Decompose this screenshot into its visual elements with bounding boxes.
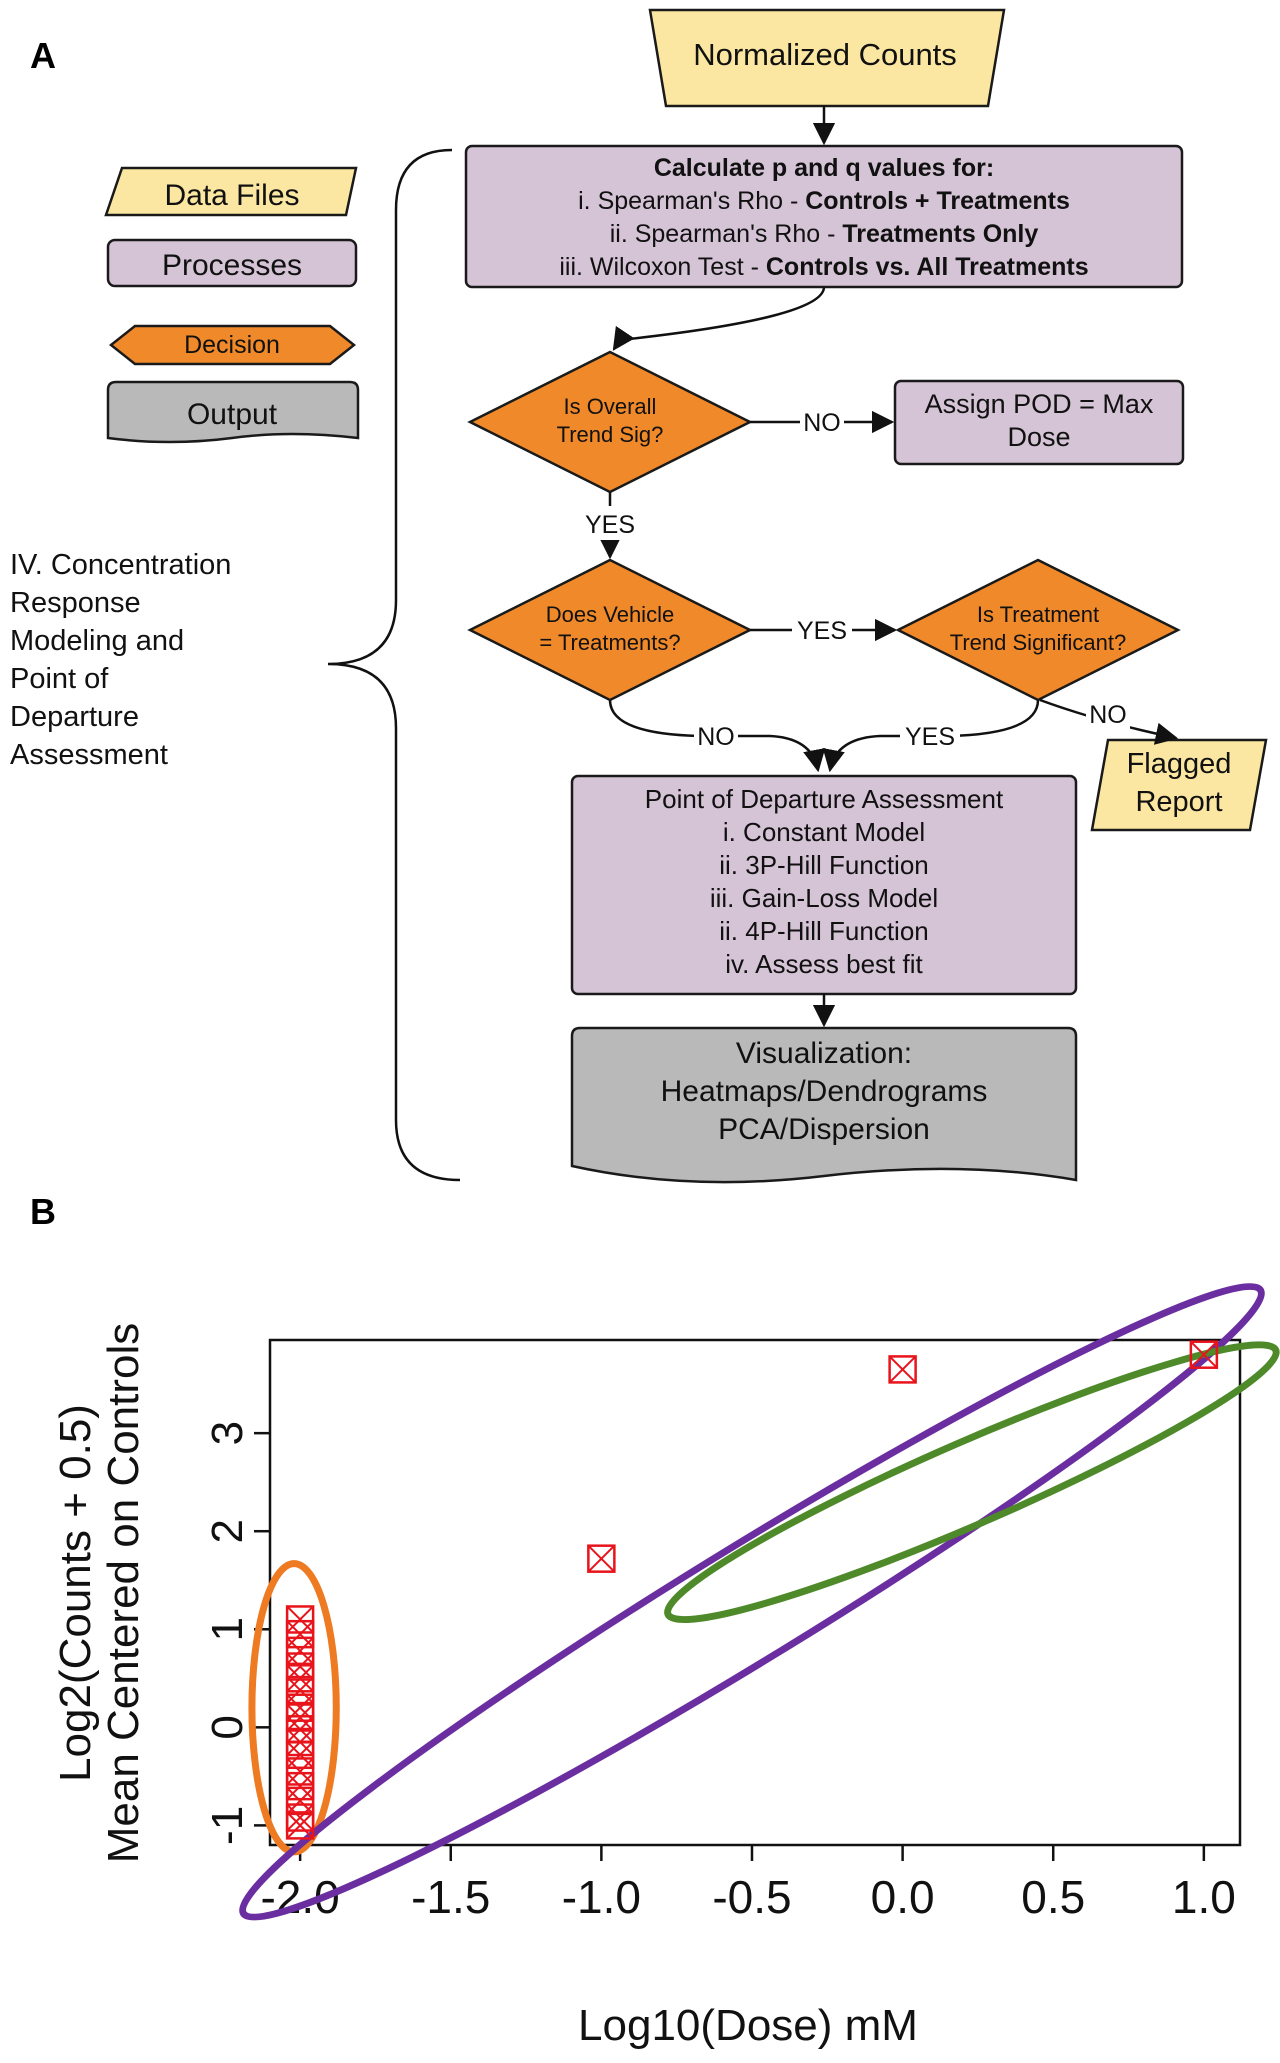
data-point [285,1786,315,1816]
edge-label-bg [694,718,738,752]
pod-assessment-line: i. Constant Model [723,817,925,847]
bracket-label-line: IV. Concentration [10,549,231,581]
pod-assessment-line: iii. Gain-Loss Model [710,883,938,913]
pod-assessment-line: iv. Assess best fit [725,949,923,979]
calc-title: Calculate p and q values for: [654,154,994,182]
edge-label-vehicle-no: NO [697,723,735,751]
edge-label-bg [580,506,640,540]
y-tick-label: 3 [203,1421,252,1445]
edge-label-treatment-no: NO [1089,701,1127,729]
x-tick-label: 0.0 [871,1871,935,1923]
y-axis-label-line-1: Log2(Counts + 0.5) [51,1404,100,1782]
assign-pod-line: Assign POD = Max [925,389,1154,419]
assign-pod-line: Dose [1007,422,1070,452]
panel-a: A Data Files Processes Decision Output I… [10,8,1268,1184]
data-point [285,1636,315,1666]
ellipse-treatments [664,1341,1280,1624]
x-tick-label: 1.0 [1172,1871,1236,1923]
ellipse-all [239,1282,1265,1921]
y-axis-label-line-2: Mean Centered on Controls [99,1323,148,1864]
edge-label-bg [800,404,844,438]
y-tick-label: -1 [203,1806,252,1845]
vehicle-line: Does Vehicle [546,602,674,627]
edge-label-bg [900,718,960,752]
x-axis-label: Log10(Dose) mM [578,2001,918,2050]
bracket-label-line: Point of [10,663,109,695]
bracket-label-line: Modeling and [10,625,184,657]
data-point [285,1811,315,1840]
x-tick-label: -0.5 [712,1871,791,1923]
legend-data-files-label: Data Files [164,179,299,212]
calc-line-2: ii. Spearman's Rho - Treatments Only [610,220,1039,248]
bracket-label: IV. Concentration Response Modeling and … [10,549,231,771]
node-treatment-trend-decision [895,558,1181,702]
edges [598,106,1179,1028]
visualization-line: Visualization: [736,1037,912,1070]
legend-data-file-shape [104,166,358,217]
edge-label-overall-yes: YES [585,511,635,539]
data-point [285,1757,315,1786]
legend-decision-shape [108,324,357,366]
x-tick-label: -1.5 [411,1871,490,1923]
edge-calc-to-overall [612,286,826,351]
edge-labels: NO YES YES NO YES NO [580,404,1130,752]
pod-assessment-line: Point of Departure Assessment [645,784,1004,814]
visualization-line: Heatmaps/Dendrograms [661,1075,988,1108]
node-flagged-report [1090,738,1268,832]
node-normalized-counts-label: Normalized Counts [693,37,957,72]
y-axis: -1 0 1 2 3 [203,1421,270,1845]
edge-label-bg [1086,698,1130,730]
y-tick-label: 1 [203,1617,252,1641]
calc-line-3: iii. Wilcoxon Test - Controls vs. All Tr… [559,253,1088,281]
data-point [285,1771,315,1801]
panel-a-letter: A [30,35,56,76]
data-point [285,1619,315,1649]
edge-label-treatment-yes: YES [905,723,955,751]
bracket-label-line: Assessment [10,739,168,771]
legend-output-shape [106,380,360,444]
bracket-label-line: Departure [10,701,139,733]
pod-assessment-line: ii. 3P-Hill Function [719,850,929,880]
data-point [1189,1340,1219,1369]
y-tick-label: 2 [203,1519,252,1543]
legend-output-label: Output [187,398,278,431]
plot-frame [268,1338,1242,1847]
data-point [888,1355,917,1384]
bracket-label-line: Response [10,587,141,619]
edge-label-overall-no: NO [803,409,841,437]
legend-decision-label: Decision [184,331,280,359]
flagged-line: Report [1135,786,1222,818]
data-point [285,1605,315,1634]
calc-line-1: i. Spearman's Rho - Controls + Treatment… [578,187,1070,215]
overall-trend-line: Is Overall [564,394,657,419]
panel-b-letter: B [30,1191,56,1232]
node-visualization [570,1026,1078,1184]
node-assign-pod [893,379,1185,466]
node-normalized-counts [648,8,1006,108]
legend: Data Files Processes Decision Output [104,166,360,444]
x-tick-label: 0.5 [1021,1871,1085,1923]
bracket [327,148,461,1182]
vehicle-line: = Treatments? [539,630,680,655]
edge-label-vehicle-yes: YES [797,617,847,645]
legend-process-shape [106,238,358,288]
visualization-line: PCA/Dispersion [718,1113,930,1146]
pod-assessment-line: ii. 4P-Hill Function [719,916,929,946]
treatment-trend-line: Is Treatment [977,602,1099,627]
edge-label-bg [792,612,852,646]
y-tick-label: 0 [203,1715,252,1739]
data-point [587,1544,616,1573]
flagged-line: Flagged [1127,748,1232,780]
treatment-trend-line: Trend Significant? [950,630,1127,655]
overall-trend-line: Trend Sig? [557,422,664,447]
x-tick-label: -1.0 [562,1871,641,1923]
legend-processes-label: Processes [162,249,302,282]
scatter-points [285,1340,1219,1840]
ellipse-overlays [239,1282,1280,1921]
